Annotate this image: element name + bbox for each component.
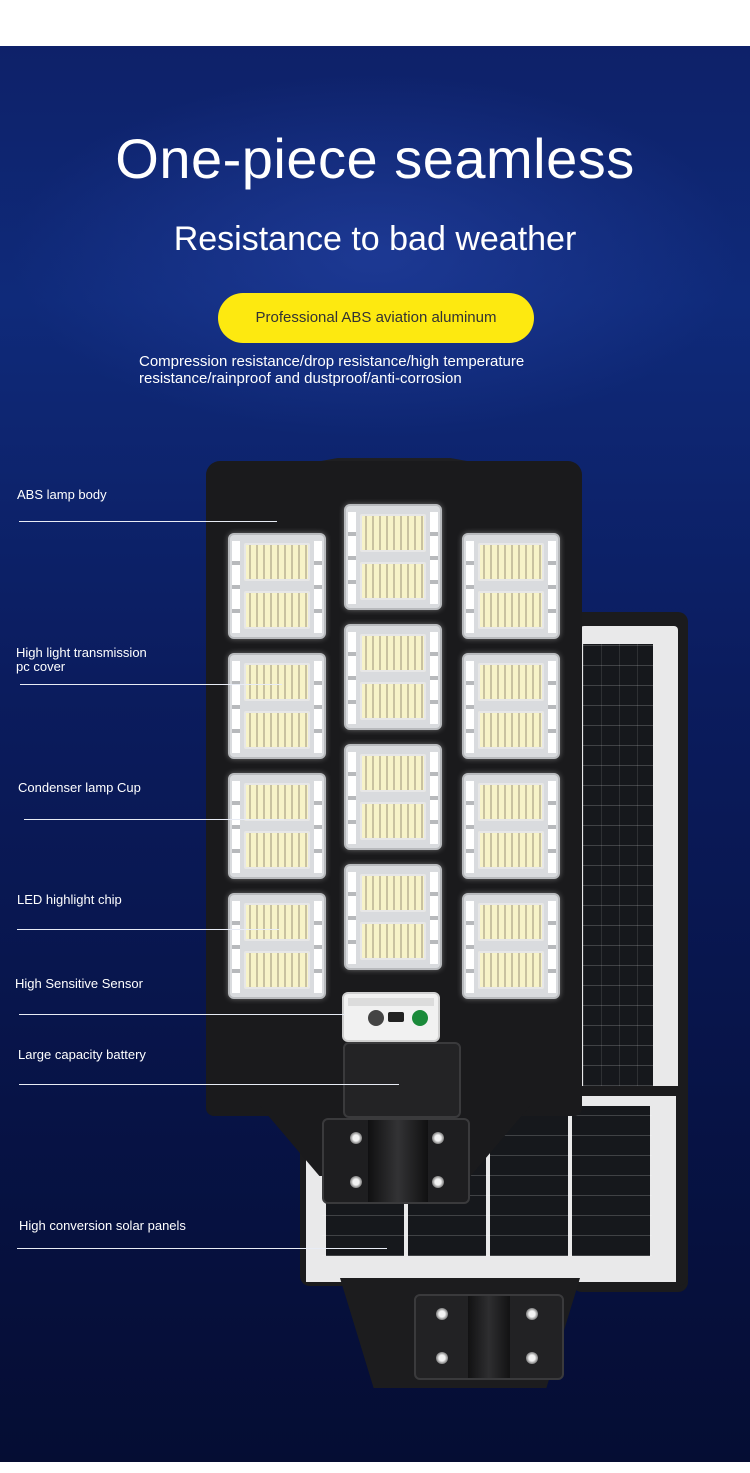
callout-line: [20, 684, 282, 685]
led-module: [462, 533, 560, 639]
callout-line: [24, 819, 284, 820]
callout-label: ABS lamp body: [17, 487, 107, 502]
feature-description: Compression resistance/drop resistance/h…: [139, 353, 619, 387]
headline: One-piece seamless: [115, 127, 635, 190]
led-module: [228, 893, 326, 999]
sensor-label-strip: [348, 998, 434, 1006]
callout-line: [17, 1248, 387, 1249]
bolt-icon: [432, 1176, 444, 1188]
led-module: [462, 653, 560, 759]
pole-bracket-lower: [414, 1294, 564, 1380]
led-module: [344, 504, 442, 610]
solar-street-lamp-image: [0, 46, 750, 1462]
battery-compartment: [343, 1042, 461, 1118]
pole-pipe: [368, 1120, 428, 1202]
bottom-margin: [0, 1462, 750, 1473]
sensor-light-icon: [368, 1010, 384, 1026]
radar-sensor: [342, 992, 440, 1042]
bolt-icon: [432, 1132, 444, 1144]
led-module: [344, 624, 442, 730]
top-margin: [0, 0, 750, 46]
product-banner: One-piece seamless Resistance to bad wea…: [0, 46, 750, 1462]
pole-bracket-upper: [322, 1118, 470, 1204]
charge-port-icon: [388, 1012, 404, 1022]
bolt-icon: [350, 1176, 362, 1188]
bolt-icon: [526, 1352, 538, 1364]
callout-label: High conversion solar panels: [19, 1218, 186, 1233]
callout-line: [17, 929, 279, 930]
led-module: [344, 744, 442, 850]
bolt-icon: [436, 1352, 448, 1364]
callout-line: [19, 1084, 399, 1085]
bolt-icon: [526, 1308, 538, 1320]
pole-pipe: [468, 1296, 510, 1378]
bolt-icon: [436, 1308, 448, 1320]
led-module: [462, 893, 560, 999]
description-line-1: Compression resistance/drop resistance/h…: [139, 353, 525, 370]
led-module: [228, 533, 326, 639]
callout-label: High Sensitive Sensor: [15, 976, 143, 991]
led-module: [462, 773, 560, 879]
callout-label: Condenser lamp Cup: [18, 780, 141, 795]
power-switch-icon: [412, 1010, 428, 1026]
bolt-icon: [350, 1132, 362, 1144]
description-line-2: resistance/rainproof and dustproof/anti-…: [139, 370, 462, 387]
led-module: [344, 864, 442, 970]
led-module: [228, 653, 326, 759]
callout-label: Large capacity battery: [18, 1047, 146, 1062]
led-module: [228, 773, 326, 879]
callout-line: [19, 1014, 345, 1015]
subheadline: Resistance to bad weather: [173, 220, 577, 258]
callout-line: [19, 521, 277, 522]
callout-label: LED highlight chip: [17, 892, 122, 907]
callout-label: High light transmission pc cover: [16, 645, 147, 674]
material-badge: Professional ABS aviation aluminum: [218, 293, 534, 343]
